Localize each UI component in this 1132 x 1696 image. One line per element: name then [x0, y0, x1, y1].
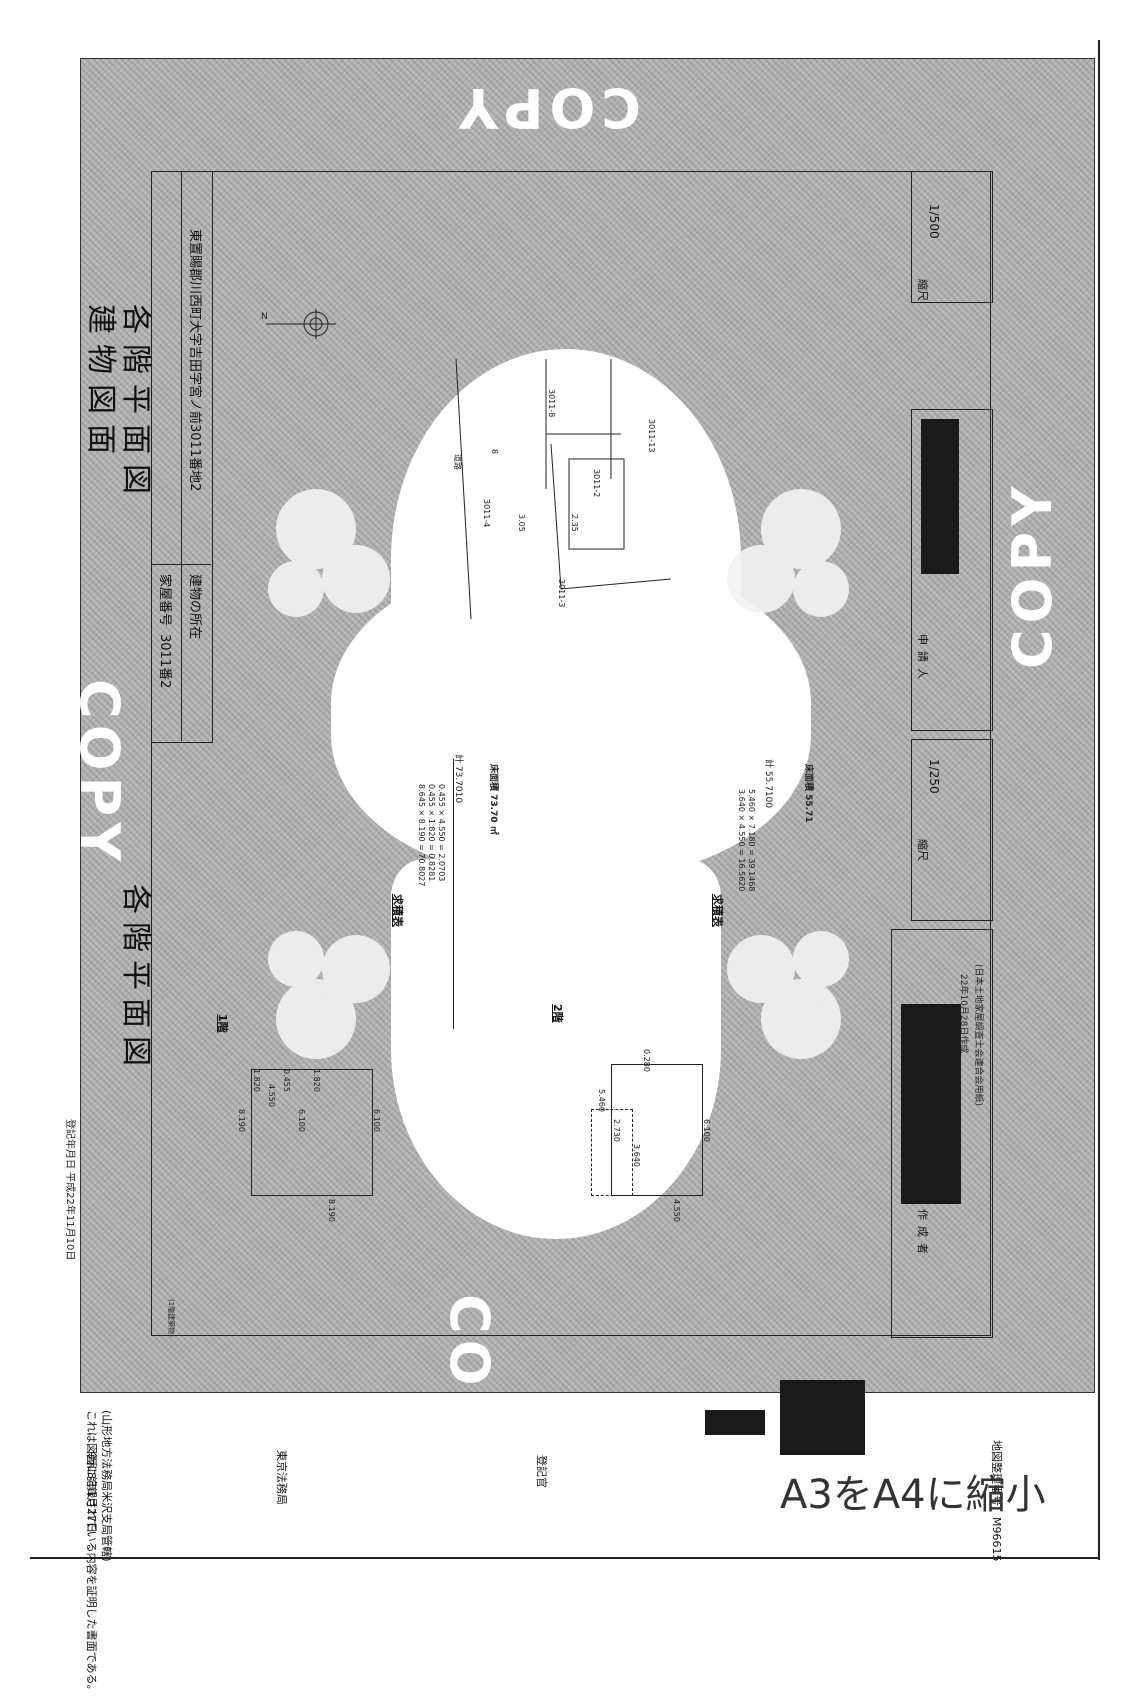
floor1-table-rule: [453, 759, 454, 1029]
floor2-dim-2: 2.730: [612, 1119, 621, 1142]
page-frame-right: [1098, 40, 1100, 1560]
floor1-table-title: 求積表: [391, 894, 404, 927]
floor2-dim-4: 4.550: [672, 1199, 681, 1222]
paper-org: (日本土地家屋調査士会連合会用紙): [973, 964, 983, 1107]
copy-watermark-left: COPY: [68, 679, 131, 868]
document-sheet: COPY COPY COPY COPY 家屋番号 3011番2 建物の所在 東置…: [64, 58, 1095, 1482]
creation-date: 22年10月28日作成: [958, 974, 968, 1054]
floor2-label: 2階: [551, 1004, 564, 1023]
header-divider: [181, 171, 182, 741]
applicant-box: [911, 409, 993, 731]
title-left: 各階平面図: [118, 884, 153, 1074]
floor2-plan-dashed: [591, 1109, 633, 1196]
applicant-redaction: [921, 419, 959, 574]
clear-area-center: [331, 559, 811, 879]
scale-box-main: [911, 171, 993, 303]
title-sub: 各階平面図: [118, 304, 153, 504]
floor1-dim-6: 1.820: [312, 1069, 321, 1092]
clear-area-bottom: [391, 859, 721, 1239]
page-frame-bottom: [30, 1557, 1100, 1559]
floor2-dim-1: 5.460: [597, 1089, 606, 1112]
registrar-label: 登記官: [535, 1455, 548, 1488]
lot-3011-13: 3011-13: [647, 419, 656, 453]
location-value: 東置賜郡川西町大字吉田字宮ノ前3011番地2: [187, 229, 202, 492]
lot-3011-4: 3011-4: [482, 499, 491, 528]
plan-scale-value: 1/250: [927, 759, 941, 794]
certificate-date: 令和8年1月27日: [85, 1450, 98, 1533]
applicant-label: 申請人: [916, 634, 929, 685]
floor1-dim-5: 6.100: [297, 1109, 306, 1132]
floor2-plan-outline: [611, 1064, 703, 1196]
house-number-label: 家屋番号: [157, 574, 172, 627]
floor1-plan-outline: [251, 1069, 373, 1196]
floor1-total: 計 73.7010: [453, 754, 463, 804]
floor2-floor-area: 床面積 55.71: [803, 764, 813, 823]
floor2-dim-3: 3.640: [632, 1144, 641, 1167]
floor1-dim-3: 4.550: [267, 1084, 276, 1107]
reduction-note: A3をA4に縮小: [780, 1472, 1046, 1518]
site-dim-3: 8: [490, 449, 499, 455]
site-dim-1: 3.05: [517, 514, 526, 532]
scale-label-main: 縮尺: [916, 279, 929, 301]
creator-box: [891, 929, 993, 1338]
floor2-total: 計 55.7100: [763, 759, 773, 809]
site-map: [455, 359, 672, 620]
floor2-row2: 5.460 × 7.180 = 39.1468: [747, 789, 756, 892]
certificate-issuer: 東京法務局: [275, 1450, 288, 1505]
floral-motifs: [268, 489, 849, 1059]
road-label: 道路: [453, 454, 462, 470]
creator-label: 作成者: [916, 1209, 929, 1260]
floor1-dim-4: 0.455: [282, 1069, 291, 1092]
floor1-dim-2: 1.820: [252, 1069, 261, 1092]
seal-redaction-small: [705, 1410, 765, 1435]
copy-watermark-top: COPY: [452, 76, 641, 139]
floor1-row2: 0.455 × 1.820 = 0.8281: [427, 784, 436, 882]
certificate-office: (山形地方法務局米沢支局管轄): [100, 1410, 113, 1562]
lot-3011-8: 3011-8: [547, 389, 556, 418]
lot-3011-2: 3011-2: [592, 469, 601, 498]
floor2-table-title: 求積表: [711, 894, 724, 927]
seal-redaction-large: [780, 1380, 865, 1455]
location-label: 建物の所在: [187, 574, 202, 640]
footnote-left: (1階建築物): [167, 1299, 175, 1337]
site-dim-2: 2.35: [570, 514, 579, 532]
plan-scale-box: [911, 739, 993, 921]
floor1-dim-7: 8.190: [327, 1199, 336, 1222]
floor1-dim-8: 6.100: [372, 1109, 381, 1132]
svg-text:N: N: [261, 312, 268, 322]
floor1-label: 1階: [216, 1014, 229, 1033]
scale-value-main: 1/500: [927, 204, 941, 239]
floor1-floor-area: 床面積 73.70 ㎡: [488, 764, 498, 835]
house-number-value: 3011番2: [157, 634, 172, 689]
registration-date: 登記年月日 平成22年11月10日: [64, 1119, 75, 1261]
copy-watermark-bottom: COPY: [438, 1294, 501, 1483]
header-divider-vertical: [151, 564, 211, 565]
copy-watermark-right: COPY: [1001, 480, 1064, 669]
floor2-row1: 3.640 × 4.550 = 16.5620: [737, 789, 746, 892]
drawing-frame: [151, 171, 991, 1336]
creator-redaction: [901, 1004, 961, 1204]
plan-scale-label: 縮尺: [916, 839, 929, 861]
floor2-dim-5: 6.100: [702, 1119, 711, 1142]
north-arrow-icon: N: [261, 309, 336, 339]
header-box: [151, 171, 213, 743]
floor1-row1: 8.645 × 8.190 = 70.8027: [417, 784, 426, 887]
floor2-dim-6: 0.280: [642, 1049, 651, 1072]
floor1-row3: 0.455 × 4.550 = 2.0703: [437, 784, 446, 882]
lot-3011-3: 3011-3: [557, 579, 566, 608]
floor1-dim-1: 8.190: [237, 1109, 246, 1132]
